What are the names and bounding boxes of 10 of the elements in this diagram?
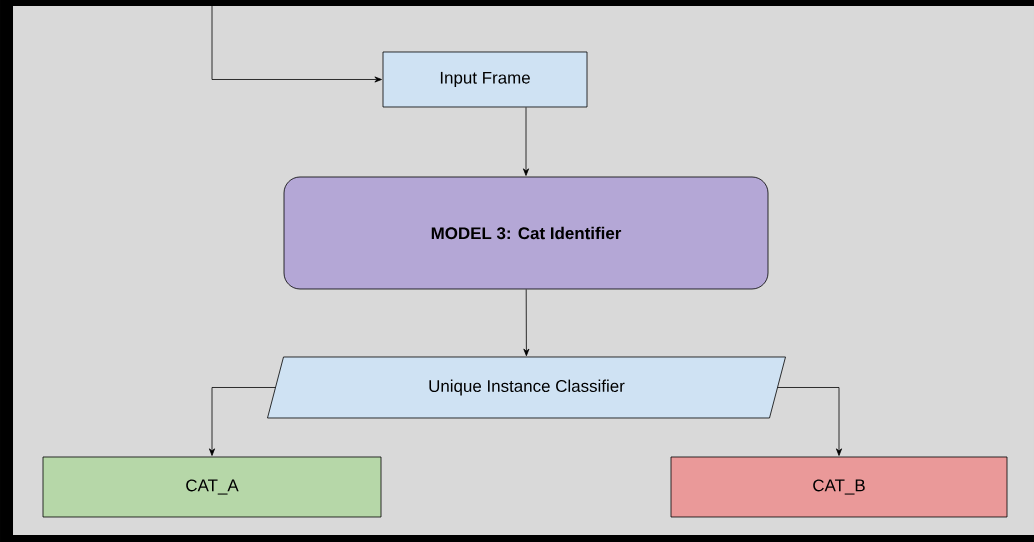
arrow	[211, 5, 382, 83]
arrow	[209, 387, 276, 456]
arrow	[523, 107, 529, 176]
model-box: MODEL 3: Cat Identifier	[283, 176, 769, 290]
process-box: Input Frame	[382, 51, 588, 108]
arrow	[523, 289, 530, 357]
data-parallelogram: Unique Instance Classifier	[267, 356, 786, 419]
arrow	[777, 387, 842, 456]
output-box: CAT_B	[670, 456, 1008, 518]
output-box: CAT_A	[42, 456, 382, 518]
